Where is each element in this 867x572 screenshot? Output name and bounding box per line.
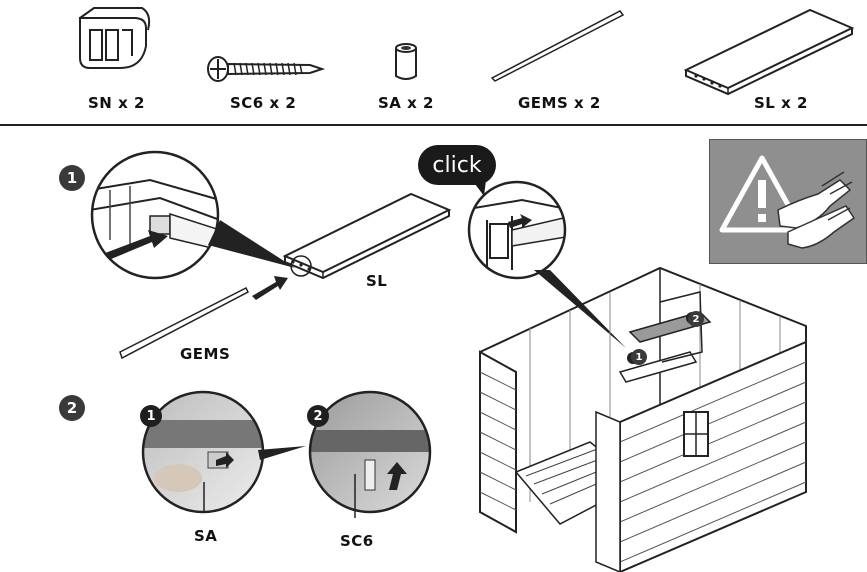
shelf-label-sl: SL <box>366 272 388 290</box>
rod-label-gems: GEMS <box>180 345 231 363</box>
step-1-badge: 1 <box>59 165 85 191</box>
detail-photo-2 <box>308 390 432 518</box>
shelf-board-step1 <box>282 192 452 280</box>
shelf-board-icon <box>683 8 855 96</box>
detail-2-marker: 2 <box>307 405 329 427</box>
callout-pointer <box>534 270 626 348</box>
shelf-support-icon <box>79 7 151 69</box>
detail-1-marker: 1 <box>140 405 162 427</box>
part-label-sn: SN x 2 <box>88 94 145 112</box>
part-label-gems: GEMS x 2 <box>518 94 601 112</box>
part-label-sc6: SC6 x 2 <box>230 94 297 112</box>
warning-panel <box>709 139 867 264</box>
click-bubble-tail <box>472 180 486 196</box>
spacer-tube-icon <box>395 43 417 80</box>
parts-list: SN x 2 SC6 x 2 SA x 2 GEMS x 2 SL x 2 <box>0 0 867 125</box>
section-divider <box>0 124 867 126</box>
rod-icon <box>490 10 625 82</box>
shed-illustration <box>479 266 807 572</box>
detail-photo-1 <box>141 390 306 514</box>
detail-label-sa: SA <box>194 527 218 545</box>
zoom-callout-click <box>467 180 567 280</box>
insert-arrow-icon <box>252 276 288 300</box>
part-label-sl: SL x 2 <box>754 94 808 112</box>
zoom-callout-insert-rod <box>90 150 295 280</box>
warning-gloves-icon <box>719 155 856 249</box>
rod-step1 <box>119 286 249 360</box>
step-2-badge: 2 <box>59 395 85 421</box>
click-speech-bubble: click <box>418 145 496 185</box>
screw-icon <box>207 56 326 82</box>
shed-marker-1: 1 <box>631 349 647 365</box>
shed-marker-2: 2 <box>688 311 704 327</box>
detail-label-sc6: SC6 <box>340 532 374 550</box>
part-label-sa: SA x 2 <box>378 94 434 112</box>
